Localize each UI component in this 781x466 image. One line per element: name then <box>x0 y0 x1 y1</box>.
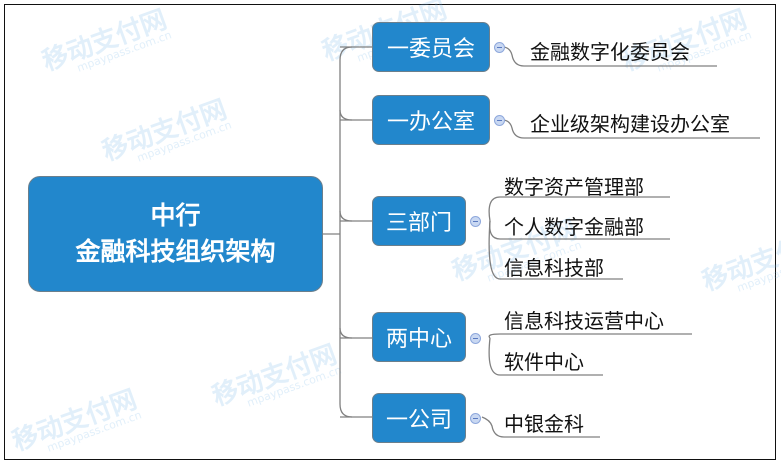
leaf-node[interactable]: 数字资产管理部 <box>504 175 644 199</box>
collapse-toggle-icon[interactable] <box>470 216 481 227</box>
branch-label: 两中心 <box>385 327 452 352</box>
root-subtitle: 金融科技组织架构 <box>75 237 276 266</box>
branch-label: 三部门 <box>385 211 452 236</box>
leaf-node[interactable]: 信息科技运营中心 <box>504 309 664 333</box>
branch-label: 一办公室 <box>386 110 475 135</box>
branch-departments[interactable]: 三部门 <box>372 196 466 246</box>
branch-label: 一委员会 <box>386 37 475 62</box>
collapse-toggle-icon[interactable] <box>494 115 505 126</box>
root-title: 中行 <box>150 201 201 230</box>
leaf-node[interactable]: 中银金科 <box>504 412 584 436</box>
leaf-node[interactable]: 金融数字化委员会 <box>530 40 690 64</box>
branch-centers[interactable]: 两中心 <box>372 312 466 362</box>
branch-label: 一公司 <box>385 408 452 433</box>
branch-company[interactable]: 一公司 <box>372 393 466 443</box>
leaf-node[interactable]: 软件中心 <box>504 350 584 374</box>
collapse-toggle-icon[interactable] <box>494 42 505 53</box>
branch-committee[interactable]: 一委员会 <box>372 22 490 72</box>
diagram-frame <box>4 4 776 460</box>
collapse-toggle-icon[interactable] <box>470 333 481 344</box>
leaf-node[interactable]: 个人数字金融部 <box>504 215 644 239</box>
collapse-toggle-icon[interactable] <box>470 413 481 424</box>
branch-office[interactable]: 一办公室 <box>372 95 490 145</box>
leaf-node[interactable]: 信息科技部 <box>504 256 604 280</box>
root-node[interactable]: 中行 金融科技组织架构 <box>28 176 323 292</box>
leaf-node[interactable]: 企业级架构建设办公室 <box>530 112 730 136</box>
